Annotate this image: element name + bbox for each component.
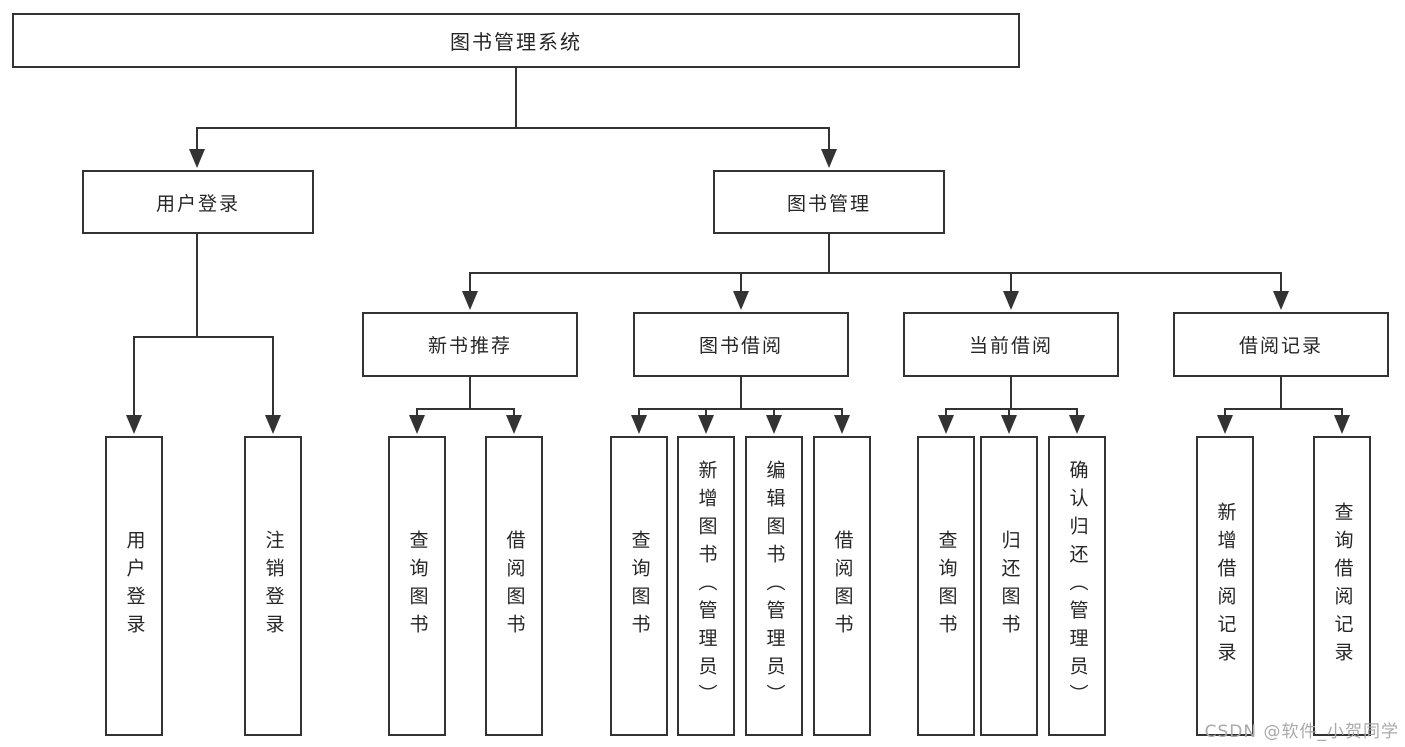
connector-current-split (945, 408, 1078, 420)
leaf-query-books-current: 查询图书 (917, 436, 975, 736)
node-root-system: 图书管理系统 (12, 13, 1020, 68)
node-current-borrowing: 当前借阅 (903, 312, 1119, 377)
arrow-down-icon (733, 291, 749, 310)
arrow-down-icon (265, 415, 281, 434)
arrow-down-icon (1001, 415, 1017, 434)
leaf-label: 归还图书 (998, 530, 1021, 642)
arrow-down-icon (1334, 415, 1350, 434)
leaf-user-login: 用户登录 (105, 436, 163, 736)
arrow-down-icon (189, 149, 205, 168)
arrow-down-icon (506, 415, 522, 434)
leaf-return-books: 归还图书 (980, 436, 1038, 736)
leaf-logout: 注销登录 (244, 436, 302, 736)
leaf-label: 用户登录 (123, 530, 146, 642)
leaf-label: 查询借阅记录 (1331, 502, 1354, 670)
arrow-down-icon (766, 415, 782, 434)
node-user-login: 用户登录 (82, 170, 314, 234)
connector-login-split (133, 336, 274, 420)
arrow-down-icon (698, 415, 714, 434)
arrow-down-icon (938, 415, 954, 434)
arrow-down-icon (1273, 291, 1289, 310)
arrow-down-icon (462, 291, 478, 310)
leaf-label: 注销登录 (262, 530, 285, 642)
node-borrowing-records: 借阅记录 (1173, 312, 1389, 377)
leaf-label: 借阅图书 (503, 530, 526, 642)
arrow-down-icon (1003, 291, 1019, 310)
connector-borrowing-split (638, 408, 843, 420)
leaf-label: 查询图书 (628, 530, 651, 642)
leaf-label: 借阅图书 (831, 530, 854, 642)
leaf-label: 新增图书（管理员） (695, 460, 718, 712)
watermark: CSDN @软件_小贺同学 (1204, 722, 1399, 742)
arrow-down-icon (126, 415, 142, 434)
arrowheads (126, 149, 1350, 434)
leaf-query-books-borrowing: 查询图书 (610, 436, 668, 736)
node-new-book-recommendation: 新书推荐 (362, 312, 578, 377)
leaf-add-book-admin: 新增图书（管理员） (677, 436, 735, 736)
connector-mgmt-split (469, 272, 1282, 296)
leaf-edit-book-admin: 编辑图书（管理员） (745, 436, 803, 736)
leaf-borrow-books-recommend: 借阅图书 (485, 436, 543, 736)
leaf-label: 编辑图书（管理员） (763, 460, 786, 712)
leaf-query-borrow-record: 查询借阅记录 (1313, 436, 1371, 736)
connector-recommend-split (416, 408, 515, 420)
node-book-borrowing: 图书借阅 (633, 312, 849, 377)
leaf-label: 查询图书 (406, 530, 429, 642)
arrow-down-icon (1217, 415, 1233, 434)
leaf-borrow-books-borrowing: 借阅图书 (813, 436, 871, 736)
connector-root-split (196, 127, 830, 153)
leaf-query-books-recommend: 查询图书 (388, 436, 446, 736)
node-book-management: 图书管理 (713, 170, 945, 234)
connector-records-split (1224, 408, 1343, 420)
leaf-label: 新增借阅记录 (1214, 502, 1237, 670)
arrow-down-icon (834, 415, 850, 434)
leaf-label: 查询图书 (935, 530, 958, 642)
arrow-down-icon (409, 415, 425, 434)
leaf-add-borrow-record: 新增借阅记录 (1196, 436, 1254, 736)
leaf-label: 确认归还（管理员） (1066, 460, 1089, 712)
arrow-down-icon (821, 149, 837, 168)
arrow-down-icon (1069, 415, 1085, 434)
leaf-confirm-return-admin: 确认归还（管理员） (1048, 436, 1106, 736)
arrow-down-icon (631, 415, 647, 434)
